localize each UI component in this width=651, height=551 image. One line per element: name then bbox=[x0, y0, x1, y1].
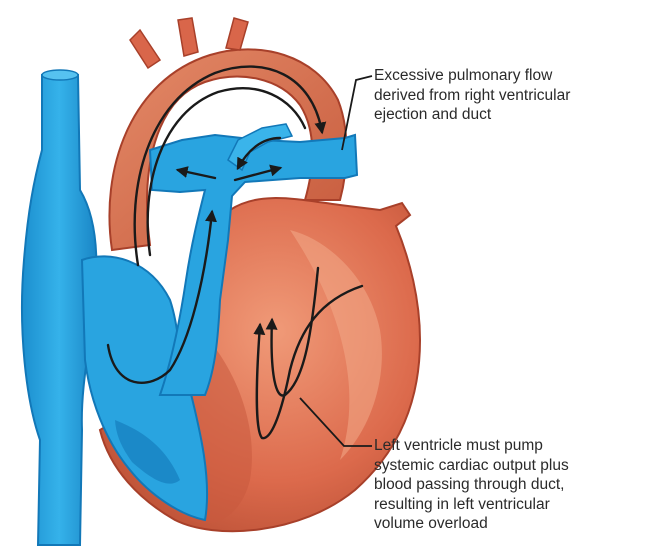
left-ventricle-annotation: Left ventricle must pump systemic cardia… bbox=[374, 436, 569, 534]
annotation-line: volume overload bbox=[374, 514, 569, 534]
annotation-line: Excessive pulmonary flow bbox=[374, 66, 570, 86]
pulmonary-flow-annotation: Excessive pulmonary flow derived from ri… bbox=[374, 66, 570, 125]
annotation-line: systemic cardiac output plus bbox=[374, 456, 569, 476]
annotation-line: blood passing through duct, bbox=[374, 475, 569, 495]
annotation-line: resulting in left ventricular bbox=[374, 495, 569, 515]
annotation-line: derived from right ventricular bbox=[374, 86, 570, 106]
annotation-line: Left ventricle must pump bbox=[374, 436, 569, 456]
annotation-line: ejection and duct bbox=[374, 105, 570, 125]
